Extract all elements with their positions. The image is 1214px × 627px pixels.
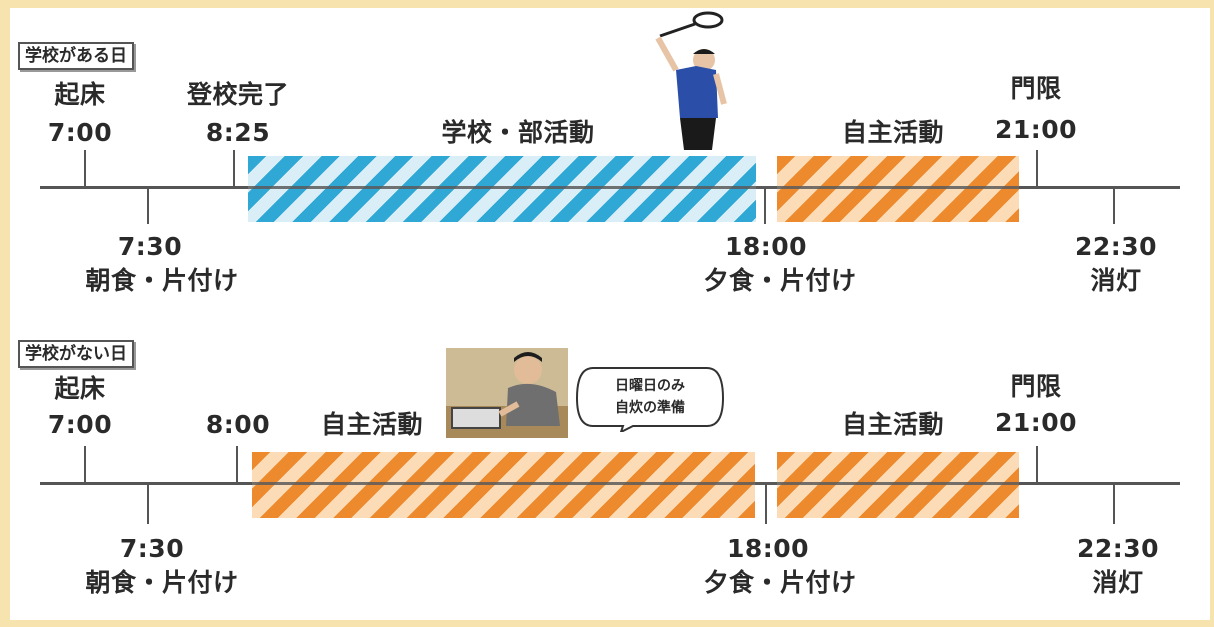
evening-self-study-label: 自主活動 (841, 410, 945, 439)
dinner-time: 18:00 (724, 232, 808, 261)
arrive-label: 登校完了 (186, 80, 290, 109)
lights-out-time-2: 22:30 (1076, 534, 1160, 563)
breakfast-label: 朝食・片付け (85, 266, 239, 295)
wake-time-2: 7:00 (47, 410, 113, 439)
dinner-label-2: 夕食・片付け (703, 568, 857, 597)
lights-out-label: 消灯 (1090, 266, 1142, 295)
curfew-label: 門限 (1010, 74, 1062, 103)
breakfast-time-2: 7:30 (119, 534, 185, 563)
student-tablet-photo (446, 348, 568, 438)
self-study-band (777, 156, 1019, 222)
self-study-label: 自主活動 (841, 118, 945, 147)
morning-self-study-label: 自主活動 (320, 410, 424, 439)
school-club-label: 学校・部活動 (441, 118, 595, 147)
tick-8-00 (236, 446, 238, 484)
no-school-day-tag: 学校がない日 (18, 340, 134, 368)
arrive-time: 8:25 (205, 118, 271, 147)
school-day-axis-overlay (248, 186, 1019, 189)
tick-22-30 (1113, 188, 1115, 224)
tick-7-00-2 (84, 446, 86, 484)
breakfast-label-2: 朝食・片付け (85, 568, 239, 597)
schedule-panel (10, 8, 1210, 620)
wake-time: 7:00 (47, 118, 113, 147)
tick-18-00 (764, 188, 766, 224)
dinner-time-2: 18:00 (726, 534, 810, 563)
badminton-player-photo (648, 8, 728, 150)
evening-self-study-band (777, 452, 1019, 518)
bubble-line-2: 自炊の準備 (615, 400, 685, 416)
curfew-time: 21:00 (994, 115, 1078, 144)
tick-8-25 (233, 150, 235, 188)
curfew-label-2: 門限 (1010, 372, 1062, 401)
tick-22-30-2 (1113, 484, 1115, 524)
speech-bubble (575, 367, 725, 432)
breakfast-time: 7:30 (117, 232, 183, 261)
start-time: 8:00 (205, 410, 271, 439)
lights-out-time: 22:30 (1074, 232, 1158, 261)
school-club-band (248, 156, 756, 222)
wake-label: 起床 (54, 80, 106, 109)
tick-18-00-2 (765, 484, 767, 524)
tick-7-00 (84, 150, 86, 188)
tick-7-30-2 (147, 484, 149, 524)
curfew-time-2: 21:00 (994, 408, 1078, 437)
tick-21-00 (1036, 150, 1038, 188)
tick-7-30 (147, 188, 149, 224)
tick-21-00-2 (1036, 446, 1038, 484)
lights-out-label-2: 消灯 (1092, 568, 1144, 597)
wake-label-2: 起床 (54, 374, 106, 403)
bubble-text: 日曜日のみ 自炊の準備 (573, 375, 727, 419)
dinner-label: 夕食・片付け (703, 266, 857, 295)
no-school-day-axis-overlay (252, 482, 1019, 485)
morning-self-study-band (252, 452, 755, 518)
bubble-line-1: 日曜日のみ (615, 378, 685, 394)
school-day-tag: 学校がある日 (18, 42, 134, 70)
